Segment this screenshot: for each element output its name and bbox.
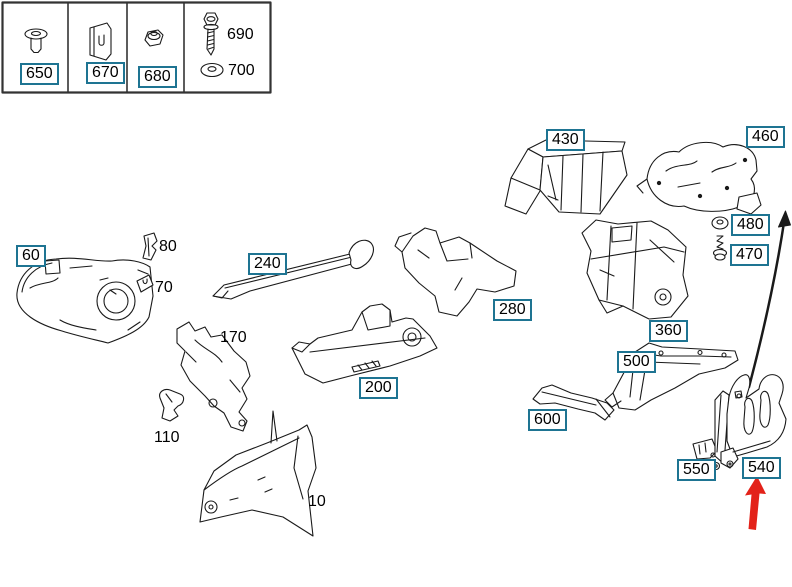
part-label-60[interactable]: 60 [16, 245, 46, 267]
washer-icon [200, 62, 224, 78]
legend-label-690: 690 [227, 26, 254, 43]
part-80-drawing [142, 232, 158, 261]
part-60-drawing [16, 257, 154, 344]
part-label-480[interactable]: 480 [731, 214, 770, 236]
legend-label-680[interactable]: 680 [138, 66, 177, 88]
part-label-360[interactable]: 360 [649, 320, 688, 342]
legend-label-670[interactable]: 670 [86, 62, 125, 84]
self-tapping-screw-icon [203, 12, 219, 56]
legend-table [1, 1, 272, 94]
legend-label-650[interactable]: 650 [20, 63, 59, 85]
part-label-200[interactable]: 200 [359, 377, 398, 399]
bolt-470-icon [712, 235, 728, 261]
part-280-drawing [394, 227, 517, 317]
part-540-drawing [714, 374, 787, 469]
spring-clip-icon [89, 22, 112, 61]
part-label-170: 170 [220, 329, 247, 346]
part-label-280[interactable]: 280 [493, 299, 532, 321]
part-110-drawing [159, 388, 185, 422]
washer-480-icon [711, 216, 729, 230]
part-460-drawing [636, 141, 762, 215]
part-360-drawing [581, 219, 689, 320]
part-170-drawing [176, 321, 251, 432]
part-label-110: 110 [154, 429, 180, 446]
part-200-drawing [291, 303, 438, 384]
part-label-430[interactable]: 430 [546, 129, 585, 151]
part-label-600[interactable]: 600 [528, 409, 567, 431]
part-70-drawing [136, 274, 154, 293]
red-highlight-arrow [745, 476, 766, 530]
part-label-550[interactable]: 550 [677, 459, 716, 481]
part-label-80: 80 [159, 238, 177, 255]
part-600-drawing [532, 384, 615, 421]
part-label-10: 10 [308, 493, 326, 510]
flange-nut-icon [144, 29, 164, 47]
part-label-470[interactable]: 470 [730, 244, 769, 266]
part-label-70: 70 [155, 279, 173, 296]
part-label-240[interactable]: 240 [248, 253, 287, 275]
part-240-drawing [212, 239, 374, 300]
expansion-rivet-icon [24, 28, 48, 54]
part-430-drawing [504, 139, 628, 215]
curved-pointer-arrow [747, 210, 791, 389]
part-10-drawing [199, 410, 317, 537]
legend-label-700: 700 [228, 62, 255, 79]
part-label-540[interactable]: 540 [742, 457, 781, 479]
part-label-500[interactable]: 500 [617, 351, 656, 373]
part-label-460[interactable]: 460 [746, 126, 785, 148]
